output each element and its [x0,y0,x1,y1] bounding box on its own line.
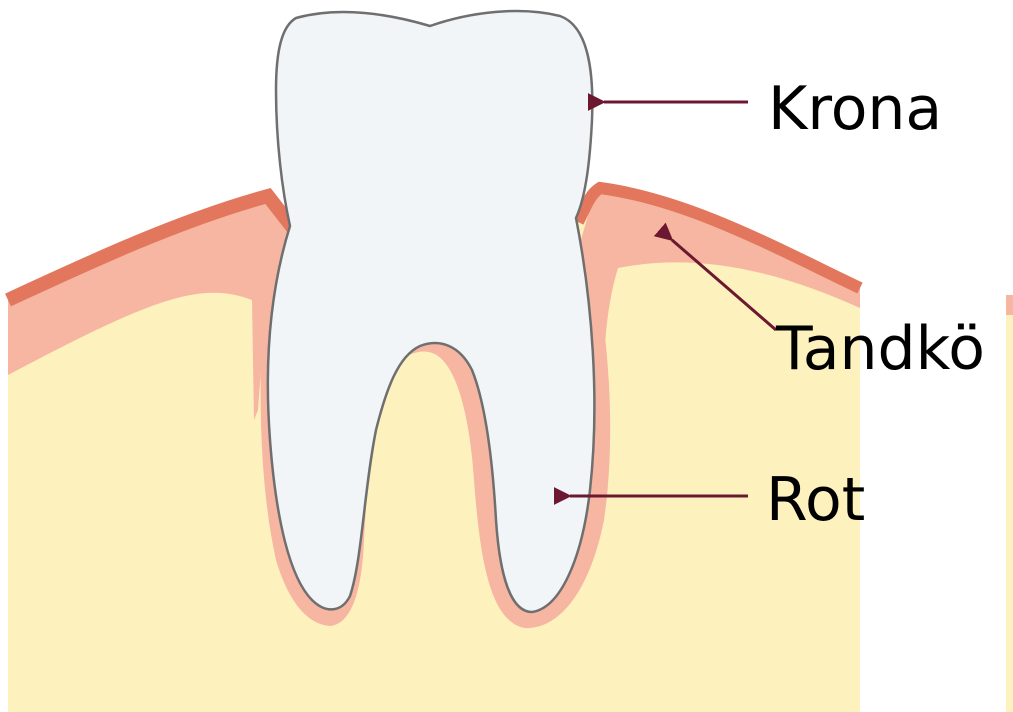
label-crown: Krona [768,74,942,144]
adjacent-gum-edge [1006,295,1013,315]
adjacent-tooth-edge [1006,295,1013,712]
label-gum: Tandkö [775,314,985,384]
label-root: Rot [766,465,865,535]
